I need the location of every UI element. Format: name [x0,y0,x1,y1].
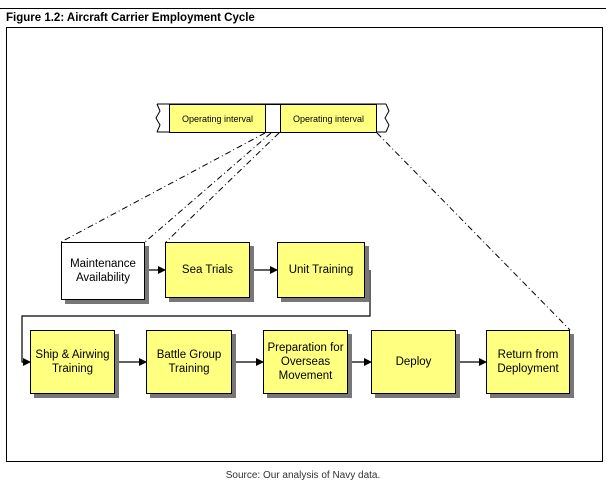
expand-line-1 [60,132,266,243]
step-label: Battle Group Training [156,349,222,375]
timeline-break-right [384,103,390,133]
timeline-interval-1: Operating interval [169,104,266,133]
timeline-break-left [155,103,161,133]
step-label: Return from Deployment [497,349,559,375]
step-battle-group-training: Battle Group Training [146,330,232,394]
expand-line-2 [144,132,272,243]
step-return-from-deployment: Return from Deployment [486,330,570,394]
timeline-gap [265,104,281,133]
step-label: Deploy [395,356,432,368]
step-label: Sea Trials [181,264,234,276]
step-sea-trials: Sea Trials [165,242,250,298]
step-label: Maintenance Availability [70,258,136,284]
arrow-unittraining-to-shipairwing [21,270,371,366]
step-ship-airwing-training: Ship & Airwing Training [30,330,115,394]
step-label: Preparation for Overseas Movement [267,342,344,382]
figure-frame [6,27,603,462]
expand-line-4 [376,132,571,331]
step-preparation-overseas-movement: Preparation for Overseas Movement [263,330,348,394]
step-maintenance-availability: Maintenance Availability [61,242,145,300]
timeline-interval-2: Operating interval [280,104,377,133]
step-unit-training: Unit Training [277,242,365,298]
step-label: Ship & Airwing Training [35,349,110,375]
step-deploy: Deploy [371,330,456,394]
step-label: Unit Training [288,264,354,276]
figure-title: Figure 1.2: Aircraft Carrier Employment … [6,12,255,24]
top-rule [0,8,606,9]
figure-source: Source: Our analysis of Navy data. [225,470,381,481]
expand-line-3 [165,132,280,243]
